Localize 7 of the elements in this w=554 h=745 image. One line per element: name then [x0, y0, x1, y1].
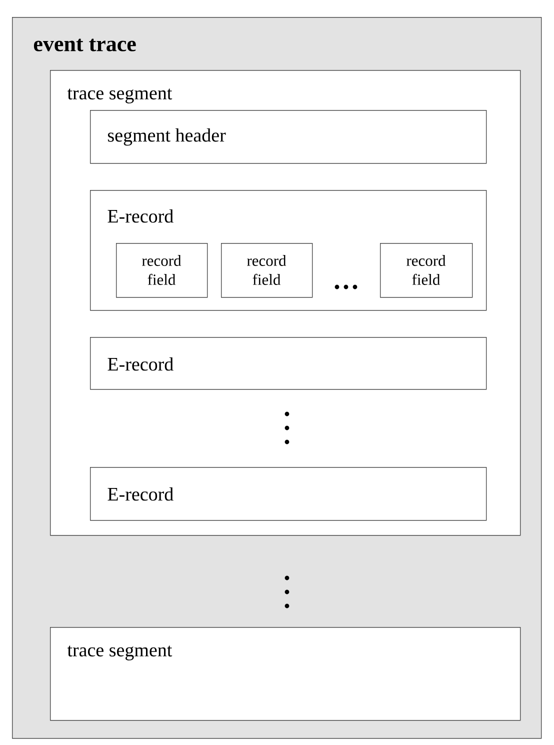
record-field-box: record field — [221, 243, 313, 298]
record-field-box: record field — [116, 243, 208, 298]
trace-segment-box: trace segment — [50, 627, 521, 721]
record-box: segment header — [90, 110, 487, 164]
record-box: E-record — [90, 467, 487, 521]
record-box: E-record — [90, 337, 487, 390]
record-field-box: record field — [380, 243, 473, 298]
